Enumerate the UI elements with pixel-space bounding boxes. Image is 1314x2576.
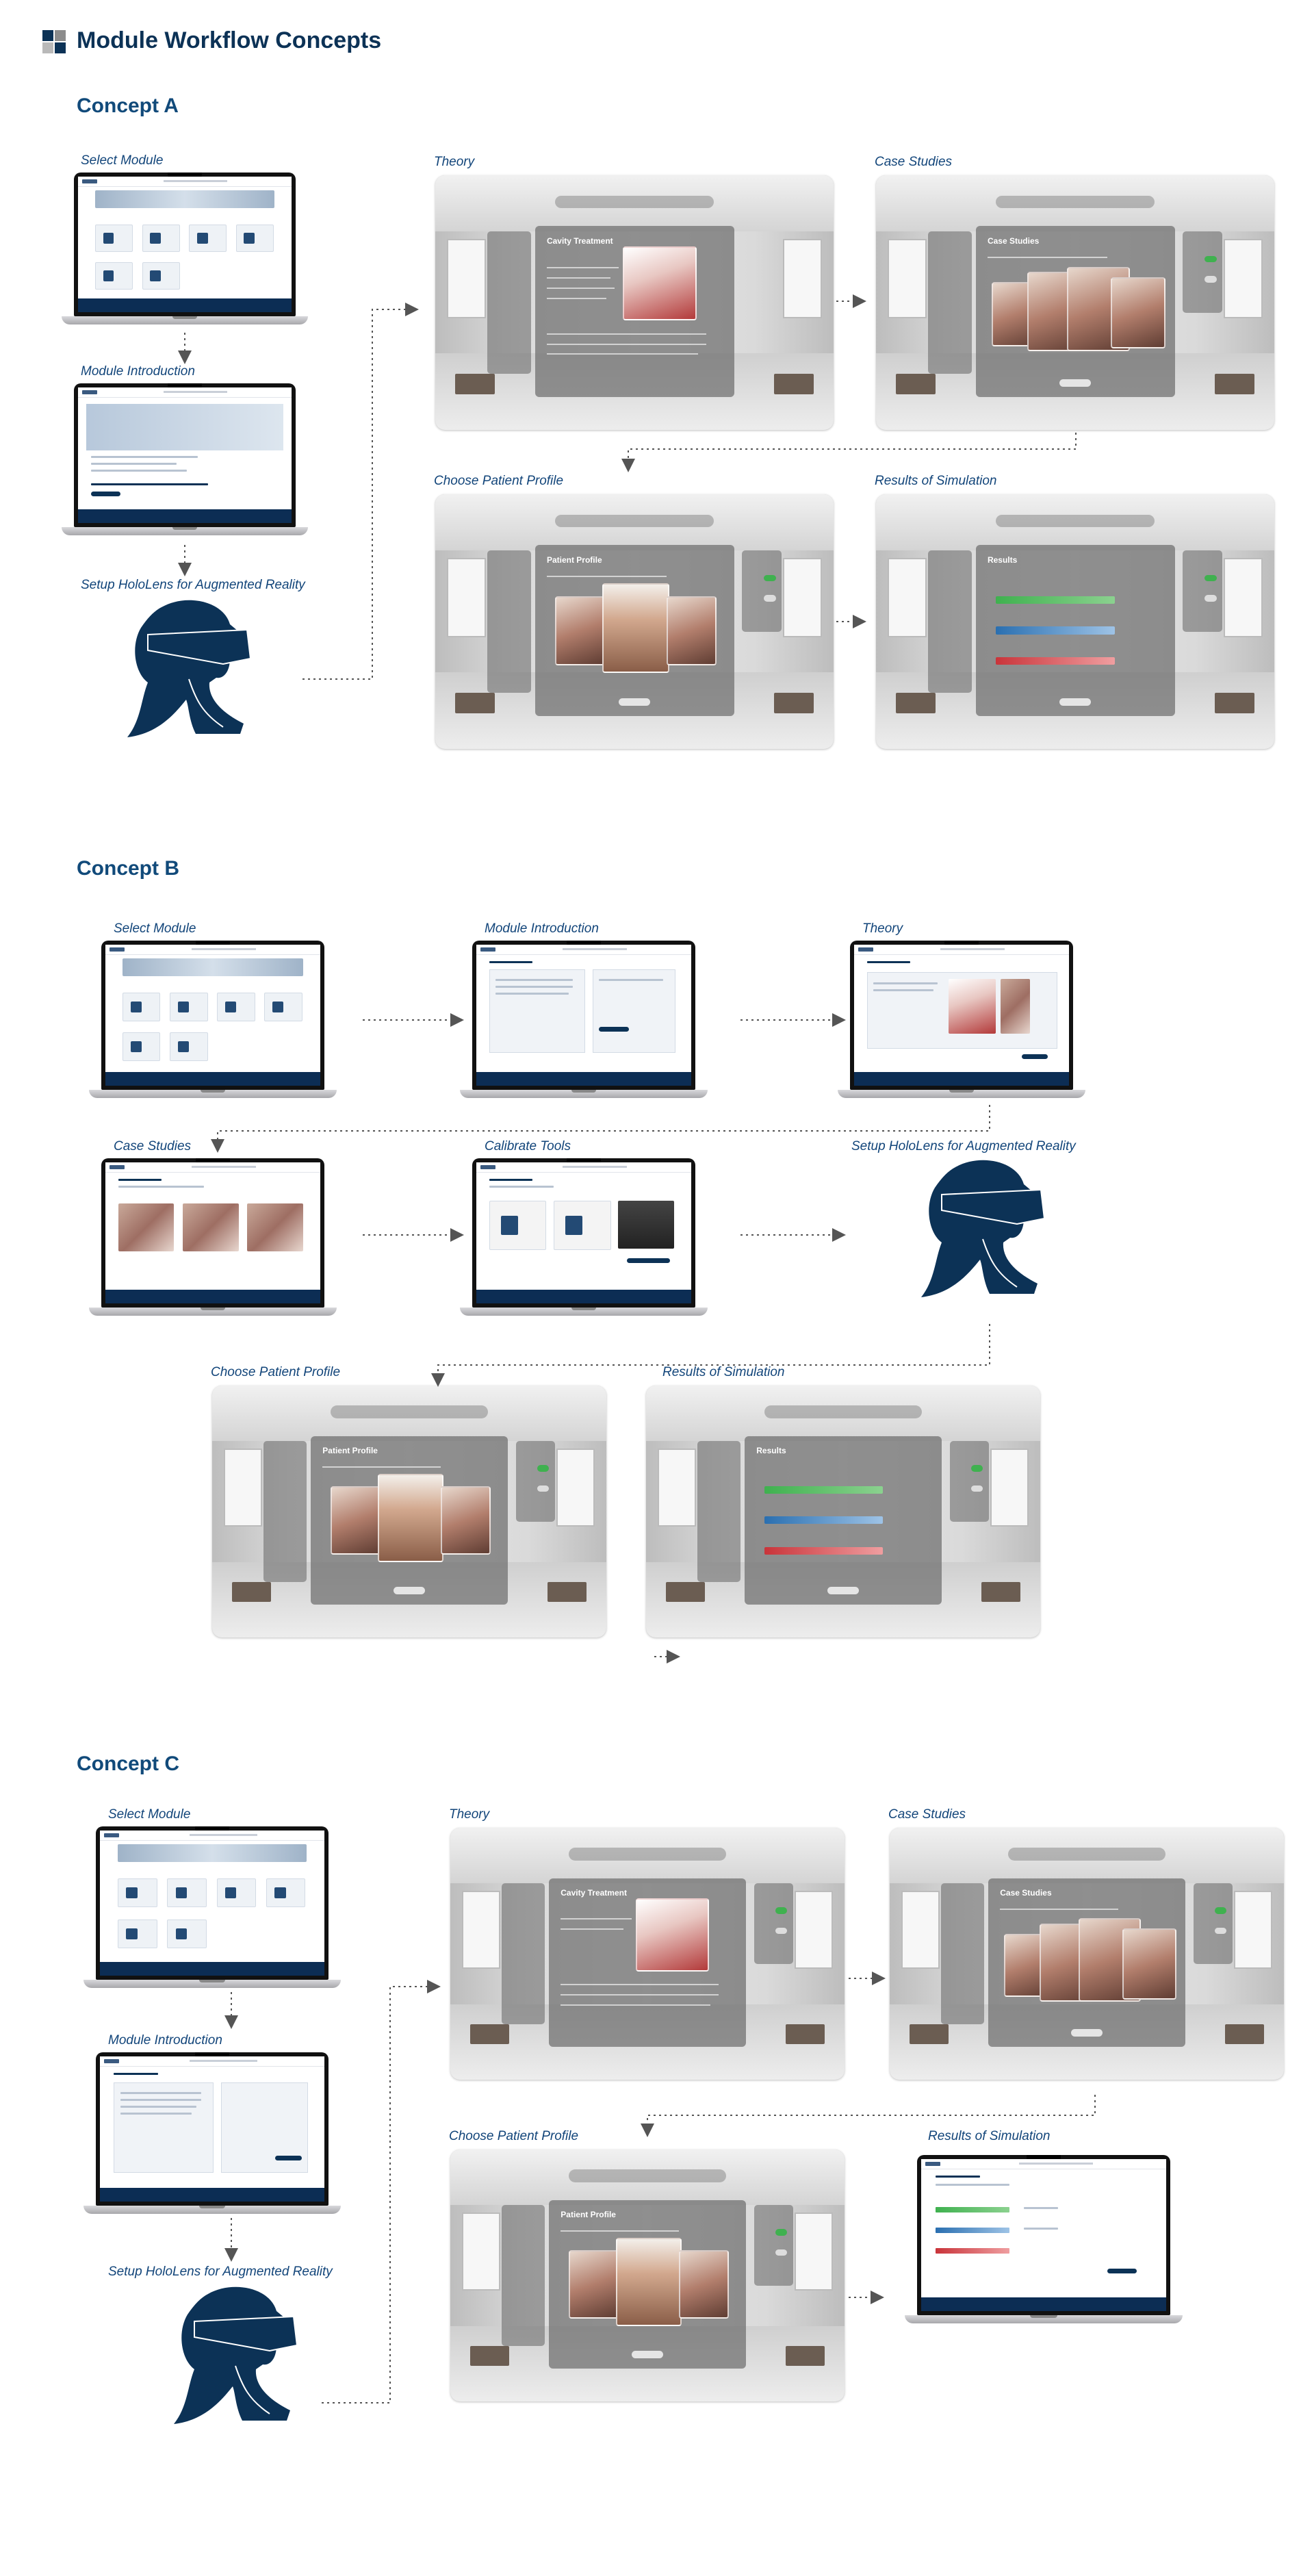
- flow-connectors: [0, 0, 1314, 2576]
